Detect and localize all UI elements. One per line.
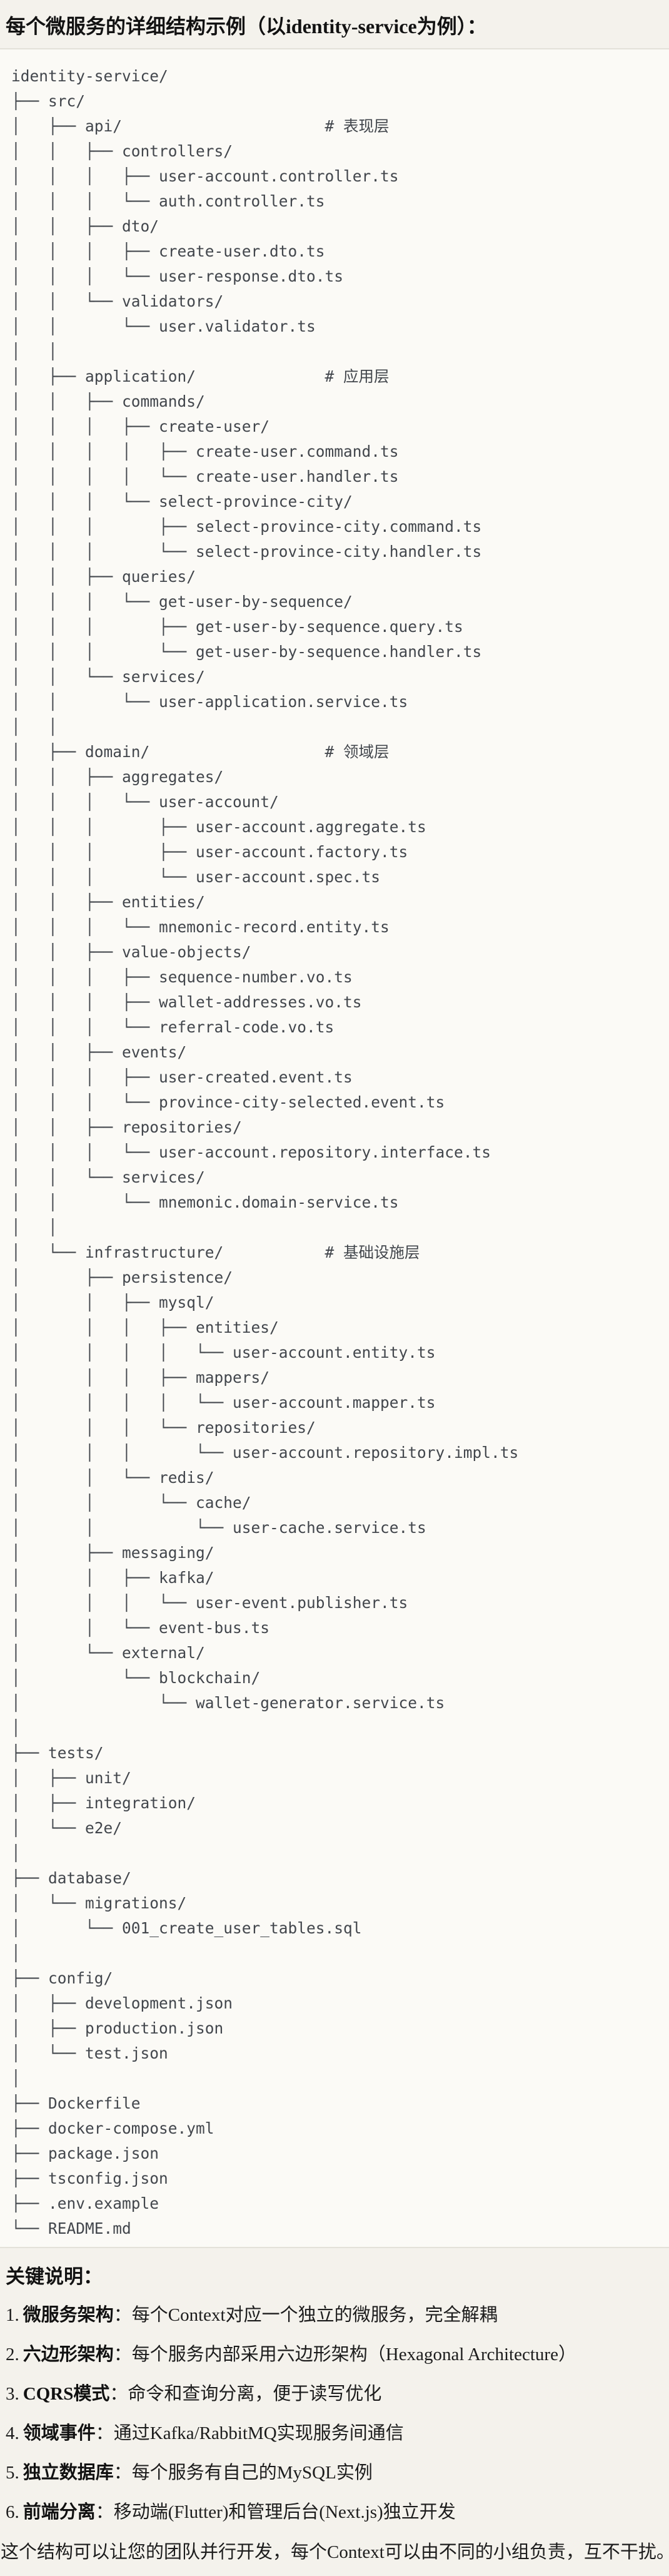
list-item-text: ：命令和查询分离，便于读写优化 [109,2384,382,2404]
file-tree-text: identity-service/ ├── src/ │ ├── api/ # … [11,67,519,2237]
list-item-text: ：每个服务有自己的MySQL实例 [113,2463,373,2483]
list-item-label: 独立数据库 [23,2463,114,2483]
list-item-independent-db: 5.独立数据库：每个服务有自己的MySQL实例 [6,2453,669,2493]
list-item-frontend-split: 6.前端分离：移动端(Flutter)和管理后台(Next.js)独立开发 [6,2493,669,2532]
list-item-label: 六边形架构 [23,2344,114,2365]
notes-heading: 关键说明： [6,2266,103,2288]
list-item-label: 前端分离 [23,2502,96,2522]
list-item-number: 4. [6,2423,19,2443]
page-title: 每个微服务的详细结构示例（以identity-service为例）： [6,15,487,38]
list-item-text: ：移动端(Flutter)和管理后台(Next.js)独立开发 [95,2502,456,2522]
list-item-text: ：每个服务内部采用六边形架构（Hexagonal Architecture） [113,2344,576,2365]
closing-paragraph: 这个结构可以让您的团队并行开发，每个Context可以由不同的小组负责，互不干扰… [1,2542,669,2562]
list-item-microservice: 1.微服务架构：每个Context对应一个独立的微服务，完全解耦 [6,2296,669,2335]
list-item-number: 2. [6,2344,19,2365]
list-item-number: 5. [6,2463,19,2483]
list-item-label: 领域事件 [23,2423,96,2443]
list-item-number: 1. [6,2305,19,2325]
list-item-text: ：通过Kafka/RabbitMQ实现服务间通信 [95,2423,404,2443]
notes-list: 1.微服务架构：每个Context对应一个独立的微服务，完全解耦 2.六边形架构… [0,2296,669,2532]
list-item-number: 6. [6,2502,19,2522]
list-item-hexagonal: 2.六边形架构：每个服务内部采用六边形架构（Hexagonal Architec… [6,2335,669,2375]
list-item-label: CQRS模式 [23,2384,110,2404]
list-item-cqrs: 3.CQRS模式：命令和查询分离，便于读写优化 [6,2375,669,2414]
list-item-domain-events: 4.领域事件：通过Kafka/RabbitMQ实现服务间通信 [6,2414,669,2453]
list-item-text: ：每个Context对应一个独立的微服务，完全解耦 [113,2305,498,2325]
list-item-number: 3. [6,2384,19,2404]
file-tree-code-block: identity-service/ ├── src/ │ ├── api/ # … [0,48,669,2248]
list-item-label: 微服务架构 [23,2305,114,2325]
